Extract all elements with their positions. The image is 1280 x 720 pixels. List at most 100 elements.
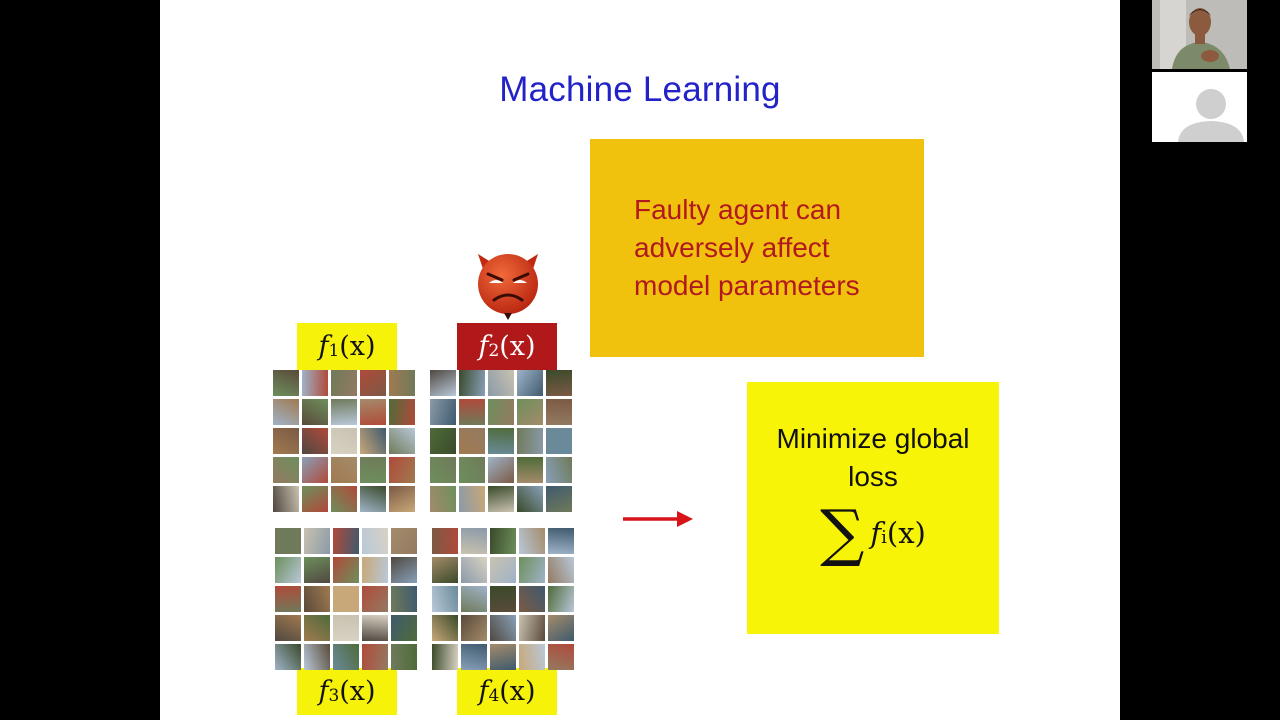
thumbnail-image — [430, 370, 456, 396]
thumbnail-image — [389, 486, 415, 512]
thumbnail-image — [275, 557, 301, 583]
thumbnail-image — [519, 586, 545, 612]
thumbnail-image — [430, 457, 456, 483]
thumbnail-image — [519, 528, 545, 554]
thumbnail-image — [391, 557, 417, 583]
thumbnail-image — [273, 457, 299, 483]
thumbnail-image — [432, 586, 458, 612]
thumbnail-image — [333, 557, 359, 583]
thumbnail-image — [488, 428, 514, 454]
right-arrow-icon — [623, 511, 693, 527]
thumbnail-image — [360, 457, 386, 483]
thumbnail-image — [304, 615, 330, 641]
global-loss-line2: loss — [848, 461, 898, 492]
thumbnail-image — [548, 586, 574, 612]
thumbnail-image — [459, 428, 485, 454]
thumbnail-image — [302, 486, 328, 512]
global-loss-line1: Minimize global — [776, 423, 970, 454]
thumbnail-image — [432, 557, 458, 583]
thumbnail-image — [333, 528, 359, 554]
thumbnail-image — [490, 586, 516, 612]
thumbnail-image — [275, 615, 301, 641]
thumbnail-image — [430, 428, 456, 454]
thumbnail-image — [333, 644, 359, 670]
thumbnail-image — [389, 399, 415, 425]
thumbnail-image — [360, 370, 386, 396]
thumbnail-image — [389, 457, 415, 483]
thumbnail-image — [389, 370, 415, 396]
thumbnail-image — [304, 586, 330, 612]
thumbnail-image — [548, 528, 574, 554]
thumbnail-image — [461, 586, 487, 612]
thumbnail-image — [304, 528, 330, 554]
thumbnail-image — [517, 428, 543, 454]
thumbnail-image — [546, 457, 572, 483]
thumbnail-image — [389, 428, 415, 454]
thumbnail-image — [273, 370, 299, 396]
participant-video-speaker[interactable] — [1152, 0, 1247, 69]
thumbnail-image — [362, 557, 388, 583]
thumbnail-image — [490, 528, 516, 554]
thumbnail-image — [432, 615, 458, 641]
thumbnail-image — [517, 457, 543, 483]
image-grid-agent2 — [430, 370, 572, 512]
thumbnail-image — [546, 486, 572, 512]
thumbnail-image — [391, 586, 417, 612]
devil-face-icon — [478, 254, 538, 320]
thumbnail-image — [302, 370, 328, 396]
thumbnail-image — [517, 486, 543, 512]
thumbnail-image — [391, 644, 417, 670]
thumbnail-image — [273, 399, 299, 425]
thumbnail-image — [488, 370, 514, 396]
thumbnail-image — [273, 486, 299, 512]
thumbnail-image — [490, 615, 516, 641]
thumbnail-image — [391, 528, 417, 554]
thumbnail-image — [302, 457, 328, 483]
thumbnail-image — [461, 644, 487, 670]
thumbnail-image — [360, 428, 386, 454]
thumbnail-image — [519, 644, 545, 670]
thumbnail-image — [302, 399, 328, 425]
thumbnail-image — [331, 457, 357, 483]
thumbnail-image — [488, 457, 514, 483]
thumbnail-image — [273, 428, 299, 454]
thumbnail-image — [432, 644, 458, 670]
thumbnail-image — [333, 586, 359, 612]
image-grid-agent4 — [432, 528, 574, 670]
slide-title: Machine Learning — [499, 70, 781, 109]
thumbnail-image — [519, 557, 545, 583]
thumbnail-image — [275, 586, 301, 612]
thumbnail-image — [304, 644, 330, 670]
thumbnail-image — [331, 370, 357, 396]
thumbnail-image — [362, 644, 388, 670]
thumbnail-image — [490, 644, 516, 670]
thumbnail-image — [432, 528, 458, 554]
thumbnail-image — [459, 399, 485, 425]
participant-tile-no-video[interactable] — [1152, 72, 1247, 142]
thumbnail-image — [360, 486, 386, 512]
thumbnail-image — [430, 486, 456, 512]
thumbnail-image — [275, 644, 301, 670]
thumbnail-image — [302, 428, 328, 454]
faulty-callout-line: Faulty agent can — [634, 194, 842, 225]
thumbnail-image — [459, 486, 485, 512]
thumbnail-image — [548, 615, 574, 641]
thumbnail-image — [546, 428, 572, 454]
image-grid-agent1 — [273, 370, 415, 512]
thumbnail-image — [362, 586, 388, 612]
thumbnail-image — [275, 528, 301, 554]
thumbnail-image — [517, 370, 543, 396]
thumbnail-image — [331, 399, 357, 425]
thumbnail-image — [362, 528, 388, 554]
thumbnail-image — [333, 615, 359, 641]
thumbnail-image — [548, 557, 574, 583]
thumbnail-image — [331, 486, 357, 512]
image-grid-agent3 — [275, 528, 417, 670]
thumbnail-image — [304, 557, 330, 583]
